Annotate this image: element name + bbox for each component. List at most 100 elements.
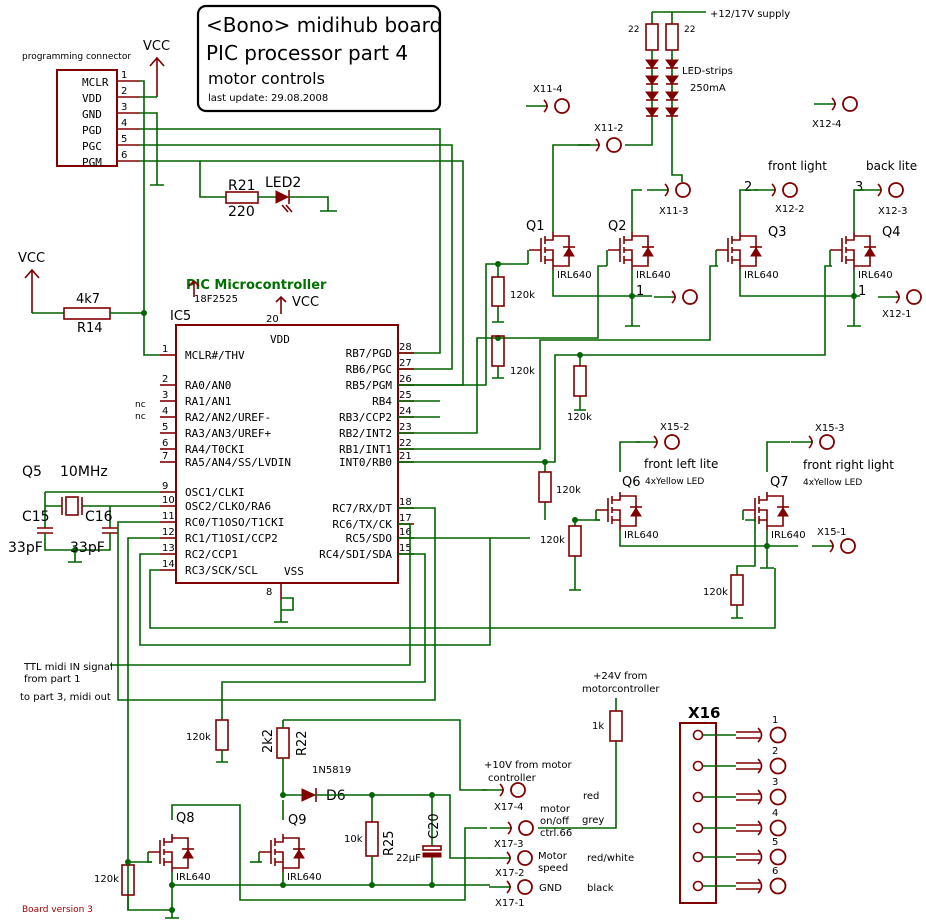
gnd-label: GND <box>539 883 562 894</box>
led-strip-supply: +12/17V supply 22 22 LED-strips 250mA <box>625 9 790 182</box>
label-pin-2: 2 <box>744 180 752 195</box>
cap-c15: C15 <box>22 509 50 525</box>
ic5-pin-label: RB1/INT1 <box>339 443 392 456</box>
terminal-x11-4 <box>526 98 570 114</box>
ic5-name: IC5 <box>170 309 191 324</box>
ic5-pin-num: 12 <box>162 527 175 538</box>
r120k-label-3: 120k <box>567 412 592 423</box>
ic5-pin-label: RA3/AN3/UREF+ <box>185 427 271 440</box>
ic5-pin-num: 28 <box>399 342 412 353</box>
ic5-pin-num: 25 <box>399 390 412 401</box>
x16-pin: 6 <box>692 866 787 895</box>
ic5-pin-label: RB3/CCP2 <box>339 411 392 424</box>
label-x17-4: X17-4 <box>494 802 524 813</box>
ic5-pin-label: OSC1/CLKI <box>185 486 245 499</box>
ic5-pin-num: 26 <box>399 374 412 385</box>
cap-c16-value: 33pF <box>70 540 105 556</box>
r22: 2k2 R22 <box>261 719 487 795</box>
nc-label-1: nc <box>135 400 146 410</box>
ic5-pin-num: 2 <box>162 374 168 385</box>
vcc-a-label: VCC <box>143 39 170 54</box>
ic5-pin-label: RC7/RX/DT <box>332 502 392 515</box>
r120k-label-1: 120k <box>510 290 535 301</box>
wire-grey: grey <box>582 815 604 826</box>
front-left-label: front left lite <box>644 457 718 471</box>
mosfet-q1-label: Q1 <box>526 219 545 234</box>
r21-name: R21 <box>228 178 256 194</box>
prog-pin-num-5: 5 <box>121 134 127 145</box>
ic5-pin-num: 13 <box>162 543 175 554</box>
r120k-label-8: 120k <box>94 874 119 885</box>
ttl-in-label-1: TTL midi IN signal <box>23 662 113 673</box>
r120k-label-7: 120k <box>186 732 211 743</box>
label-x17-3: X17-3 <box>494 839 524 850</box>
r1k-value: 1k <box>592 721 604 732</box>
prog-pin-mclr: MCLR <box>82 76 109 89</box>
connector-labels: X11-4 X11-2 X11-3 X12-4 X12-2 X12-3 X12-… <box>494 84 912 909</box>
wire-red-white: red/white <box>587 853 634 864</box>
led-chain-left <box>645 59 659 117</box>
ic5-pin-label: RC1/T1OSI/CCP2 <box>185 532 278 545</box>
ic5-pin-label: RC4/SDI/SDA <box>319 548 392 561</box>
led-strips-current: 250mA <box>690 83 726 94</box>
prog-pin-gnd: GND <box>82 108 102 121</box>
mosfet-q2-label: Q2 <box>608 219 627 234</box>
mosfet-q8-label: Q8 <box>176 811 195 826</box>
motor-speed-1: Motor <box>538 851 568 862</box>
mosfet-q6-label: Q6 <box>622 475 641 490</box>
mosfet-q6-type: IRL640 <box>624 530 659 541</box>
x16-pin-number: 6 <box>772 866 778 877</box>
mosfet-q3-type: IRL640 <box>744 270 779 281</box>
label-x11-2: X11-2 <box>594 123 624 134</box>
x16-pin: 5 <box>692 837 787 866</box>
ic5-pin-num: 23 <box>399 422 412 433</box>
c20: C20 22µF <box>396 812 442 885</box>
wire-red: red <box>583 791 599 802</box>
prog-pin-pgc: PGC <box>82 140 102 153</box>
nc-label-2: nc <box>135 412 146 422</box>
mosfet-q9-label: Q9 <box>288 813 307 828</box>
board-version: Board version 3 <box>22 905 93 915</box>
plus24-label-1: +24V from <box>593 671 647 682</box>
resistors-120k-upper: 120k 120k 120k <box>491 276 592 423</box>
label-x15-2: X15-2 <box>660 422 690 433</box>
r21-value: 220 <box>228 204 255 220</box>
terminals <box>482 96 922 895</box>
ic5-pin-num: 11 <box>162 511 175 522</box>
ic5-pin-label: RC0/T1OSO/T1CKI <box>185 516 284 529</box>
label-x11-3: X11-3 <box>659 206 689 217</box>
title-line3: motor controls <box>208 69 325 88</box>
ic5-pin-label: RA5/AN4/SS/LVDIN <box>185 456 291 469</box>
vcc-symbol-a: VCC <box>143 39 170 97</box>
ic5-pin-label: RC6/TX/CK <box>332 518 392 531</box>
ic5-pin-num: 21 <box>399 451 412 462</box>
ic5-vss: VSS <box>284 565 304 578</box>
title-line1: <Bono> midihub board <box>206 13 442 37</box>
terminal-x15-1 <box>812 538 856 554</box>
r25-value: 10k <box>344 834 363 845</box>
prog-pin-pgd: PGD <box>82 124 102 137</box>
ic5-pin-num: 10 <box>162 495 175 506</box>
title-line2: PIC processor part 4 <box>206 41 408 65</box>
mosfet-q8-type: IRL640 <box>176 872 211 883</box>
mosfet-q7-label: Q7 <box>770 475 789 490</box>
mosfet-q7-type: IRL640 <box>771 530 806 541</box>
label-x12-1: X12-1 <box>882 309 912 320</box>
resistors-120k-middle: 120k 120k 120k <box>538 471 744 606</box>
vcc-c-label: VCC <box>292 295 319 310</box>
terminal-x15-3 <box>791 434 835 450</box>
d6-diode: 1N5819 D6 <box>280 765 490 859</box>
crystal-q5: Q5 10MHz C15 C16 33pF 33pF <box>8 464 160 563</box>
label-x11-4: X11-4 <box>533 84 563 95</box>
yellow-led-label-1: 4xYellow LED <box>645 477 704 487</box>
ic5-pin-num: 1 <box>162 344 168 355</box>
label-pin-1b: 1 <box>858 284 866 299</box>
label-x15-1: X15-1 <box>817 527 847 538</box>
r22-value: 2k2 <box>261 729 276 753</box>
